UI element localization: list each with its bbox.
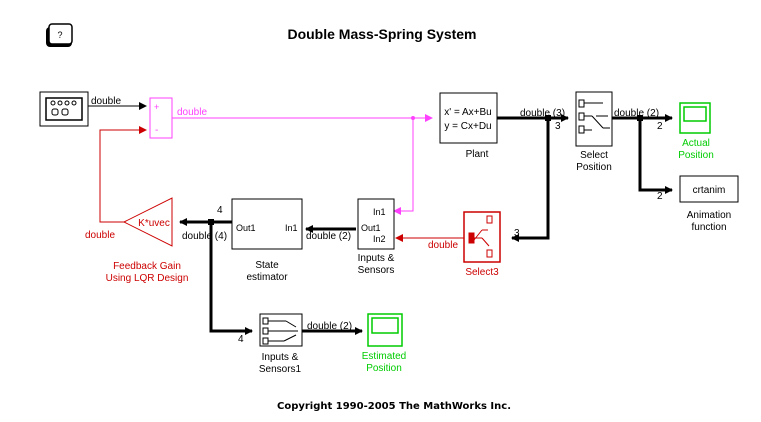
actual-position-scope[interactable] [679,102,711,134]
inputs-sensors1-label-line2: Sensors1 [259,364,302,375]
help-icon-glyph: ? [57,30,62,40]
select3-block[interactable] [463,211,501,263]
help-icon[interactable]: ? [46,23,73,47]
animation-function-block[interactable]: crtanim [679,175,739,203]
inputs-sensors-label-line2: Sensors [358,265,395,276]
state-estimator-out1-port: Out1 [236,223,256,233]
actual-position-label-line2: Position [678,150,714,161]
select-position-block[interactable] [575,91,613,147]
inputs-sensors1-label-line1: Inputs & [262,352,299,363]
branch-point [545,115,551,121]
inputs-sensors-out1-port: Out1 [361,223,381,233]
model-title: Double Mass-Spring System [287,26,476,42]
signal-label-select3: double [428,240,458,251]
signal-width-select3: 3 [514,228,520,239]
select3-label: Select3 [465,267,499,278]
branch-point [411,116,415,120]
plant-output-equation: y = Cx+Du [444,121,491,132]
signal-label-sensors1: double (2) [307,321,352,332]
signal-width-anim: 2 [657,191,663,202]
state-estimator-in1-port: In1 [285,223,298,233]
inputs-sensors-label-line1: Inputs & [358,253,395,264]
wire-branch-sensors1[interactable] [209,222,253,335]
sum-minus-sign: - [155,125,158,136]
signal-source-block[interactable] [39,91,89,127]
state-estimator-label-line2: estimator [246,272,288,283]
signal-label-gain: double [85,230,115,241]
actual-position-label-line1: Actual [682,138,710,149]
signal-label-select: double (2) [614,108,659,119]
plant-label: Plant [466,149,489,160]
crtanim-text: crtanim [693,185,726,196]
wire-gain-sum[interactable] [99,126,147,223]
state-estimator-label-line1: State [255,260,279,271]
select-position-label-line2: Position [576,162,612,173]
select-position-label-line1: Select [580,150,608,161]
copyright-notice: Copyright 1990-2005 The MathWorks Inc. [277,401,511,412]
signal-width-estimator-upper: 4 [217,205,223,216]
inputs-sensors1-block[interactable] [259,313,303,347]
signal-label-sensors: double (2) [306,231,351,242]
inputs-sensors-in1-port: In1 [373,207,386,217]
animation-function-label-line2: function [691,222,726,233]
estimated-position-label-line2: Position [366,363,402,374]
inputs-sensors-in2-port: In2 [373,234,386,244]
feedback-gain-text: K*uvec [138,218,170,229]
branch-point [637,115,643,121]
animation-function-label-line1: Animation [687,210,731,221]
signal-label-sum: double [177,107,207,118]
estimated-position-label-line1: Estimated [362,351,406,362]
signal-label-source: double [91,96,121,107]
signal-width-plant: 3 [555,121,561,132]
inputs-sensors-block[interactable]: In1 Out1 In2 [357,198,395,250]
state-estimator-block[interactable]: Out1 In1 [231,198,303,250]
signal-label-plant: double (3) [520,108,565,119]
signal-width-actual: 2 [657,121,663,132]
sum-plus-sign: + [154,102,159,112]
wire-branch-crtanim[interactable] [638,118,673,194]
wire-branch-sensors-in1[interactable] [393,118,414,215]
signal-label-estimator: double (4) [182,231,227,242]
feedback-gain-label-line2: Using LQR Design [106,273,189,284]
signal-width-estimator-lower: 4 [238,334,244,345]
estimated-position-scope[interactable] [367,313,403,347]
plant-state-equation: x' = Ax+Bu [444,107,492,118]
feedback-gain-block[interactable]: K*uvec [122,197,173,247]
plant-block[interactable]: x' = Ax+Bu y = Cx+Du [439,92,498,144]
sum-block[interactable]: + - [149,97,173,139]
feedback-gain-label-line1: Feedback Gain [113,261,181,272]
wire-branch-select3[interactable] [511,118,550,242]
